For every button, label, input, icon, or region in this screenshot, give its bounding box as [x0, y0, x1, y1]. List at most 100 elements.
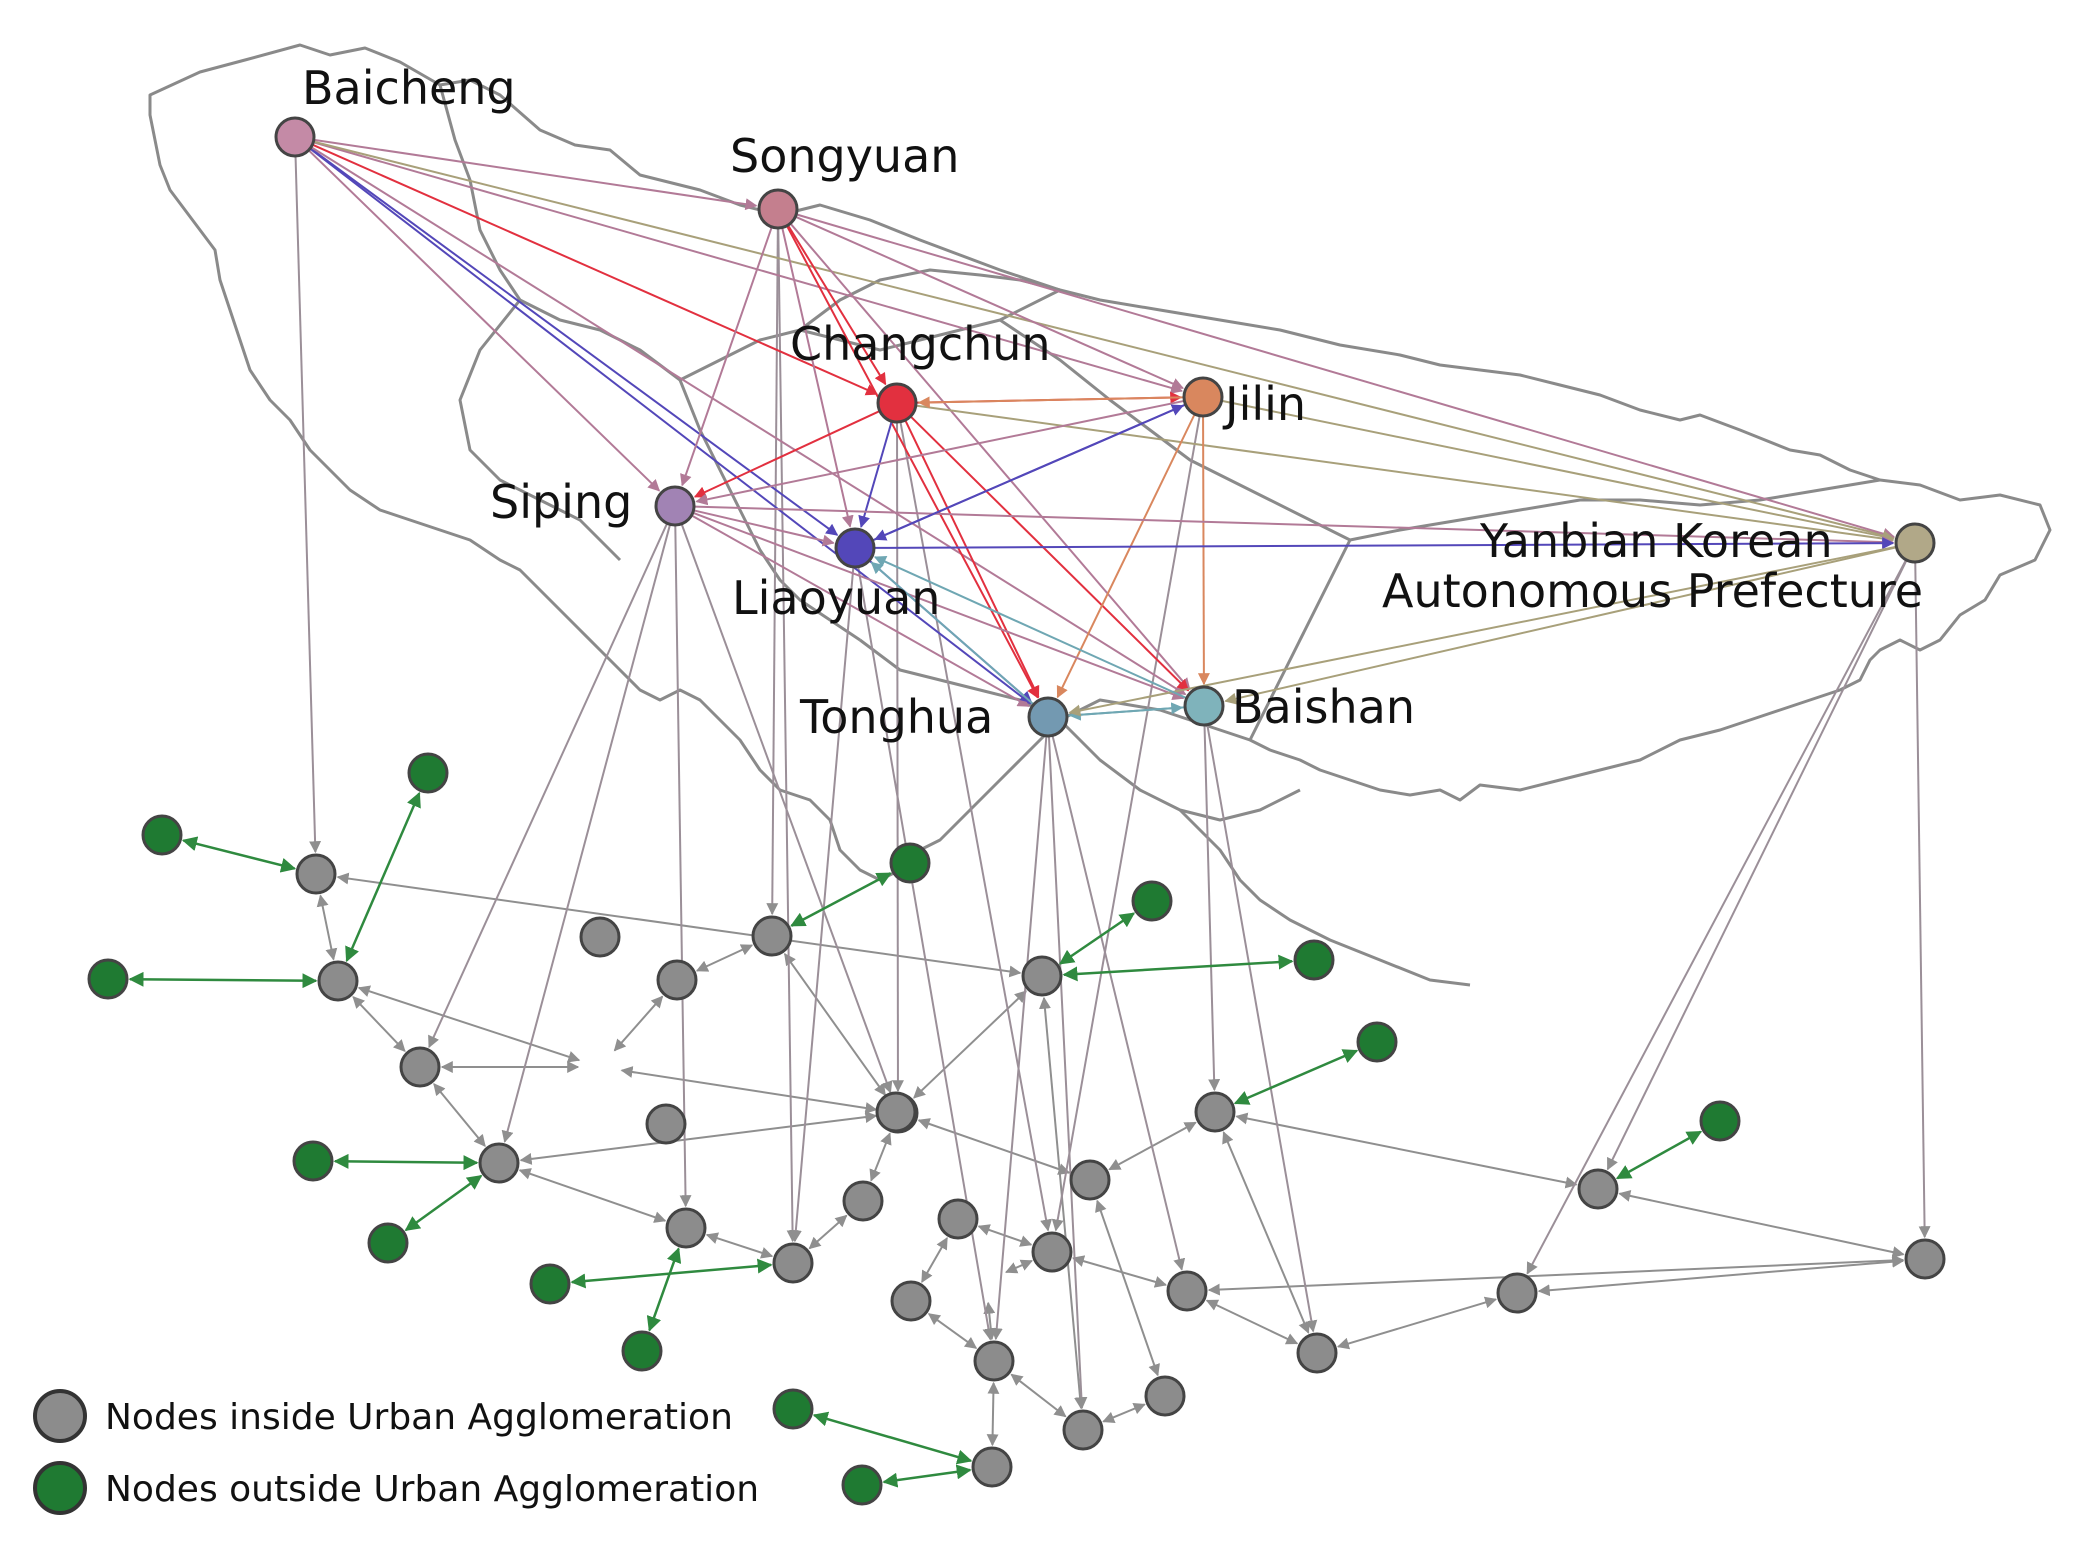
city-to-node-edge: [1051, 416, 1201, 1232]
city-node-liaoyuan: [834, 527, 876, 569]
prefecture-boundary: [1058, 718, 1301, 822]
city-edge: [695, 400, 1184, 506]
inside-edge: [927, 1313, 978, 1349]
city-to-node-edge: [1526, 560, 1907, 1275]
outside-node: [407, 752, 449, 794]
city-edge: [1068, 545, 1896, 717]
city-edge: [314, 138, 758, 211]
inside-edge: [869, 1132, 892, 1182]
city-edge: [310, 148, 1032, 705]
outside-edge: [882, 1464, 972, 1488]
city-to-node-edge: [1203, 725, 1221, 1092]
city-node-baishan: [1183, 685, 1225, 727]
city-edge: [796, 213, 1896, 540]
city-label-changchun: Changchun: [790, 317, 1051, 371]
city-node-changchun: [876, 382, 918, 424]
inside-edge: [783, 952, 887, 1097]
outside-edge: [345, 791, 421, 963]
city-edge: [917, 396, 1184, 409]
city-label-songyuan: Songyuan: [730, 129, 959, 183]
city-label-yanbian: Yanbian Korean: [1479, 514, 1833, 568]
city-to-node-edge: [674, 525, 692, 1208]
inside-node: [656, 959, 698, 1001]
city-to-node-edge: [899, 422, 1053, 1232]
inside-edge: [519, 1111, 878, 1165]
inside-edge: [921, 1237, 948, 1283]
city-to-node-edge: [294, 156, 322, 854]
city-node-siping: [654, 485, 696, 527]
inside-node: [1496, 1272, 1538, 1314]
city-to-node-edge: [990, 736, 1048, 1341]
city-to-node-edge: [428, 523, 668, 1049]
outside-edge: [1615, 1130, 1703, 1180]
city-edge: [1056, 414, 1196, 699]
city-edge: [858, 421, 893, 529]
city-to-node-edge: [789, 567, 855, 1243]
inside-edge: [1235, 1112, 1578, 1189]
city-labels: Baicheng Songyuan Changchun Jilin Siping…: [302, 61, 1923, 744]
inside-node: [1166, 1270, 1208, 1312]
inside-node: [579, 916, 621, 958]
outside-edge: [646, 1247, 682, 1332]
inside-edge: [913, 990, 1027, 1099]
outside-edge: [404, 1174, 483, 1232]
outside-edge: [128, 971, 318, 989]
city-edge: [691, 514, 1030, 708]
city-to-node-edge: [766, 228, 779, 916]
city-to-node-edge: [501, 525, 671, 1143]
city-node-songyuan: [757, 188, 799, 230]
city-edge: [781, 228, 854, 528]
legend-swatch-outside: [33, 1461, 87, 1515]
inside-edge: [620, 1066, 878, 1114]
outside-node: [87, 958, 129, 1000]
city-edge: [873, 556, 1187, 699]
city-node-baicheng: [274, 116, 316, 158]
outside-node: [772, 1388, 814, 1430]
city-node-jilin: [1182, 376, 1224, 418]
legend-label-inside: Nodes inside Urban Agglomeration: [105, 1397, 733, 1438]
prefecture-boundary: [1349, 478, 1881, 542]
outside-edge: [812, 1411, 973, 1465]
prefecture-boundary: [1248, 539, 1352, 741]
inside-node: [971, 1446, 1013, 1488]
outside-edge: [333, 1153, 479, 1171]
inside-node: [1194, 1091, 1236, 1133]
inside-node: [890, 1280, 932, 1322]
inside-edge: [1222, 1131, 1310, 1334]
city-edge: [787, 225, 887, 386]
inside-edge: [1205, 1299, 1299, 1345]
outside-edge: [1233, 1049, 1359, 1105]
prefecture-boundary: [1178, 808, 1471, 987]
city-edge: [308, 150, 661, 492]
city-label-siping: Siping: [490, 475, 632, 529]
outside-node: [292, 1140, 334, 1182]
city-node-tonghua: [1027, 696, 1069, 738]
inside-node: [937, 1198, 979, 1240]
inside-edge: [1537, 1255, 1905, 1297]
inside-edge: [1095, 1199, 1160, 1377]
city-node-yanbian: [1894, 522, 1936, 564]
inside-node: [1031, 1231, 1073, 1273]
nodes: [87, 116, 1946, 1506]
inside-edge: [1102, 1403, 1146, 1423]
inside-node: [842, 1180, 884, 1222]
city-label-jilin: Jilin: [1222, 377, 1306, 431]
city-edge: [786, 226, 1039, 699]
outside-edge: [790, 872, 892, 927]
city-to-node-edge: [1606, 560, 1908, 1171]
city-edge: [872, 404, 1184, 541]
inside-edge: [1038, 996, 1087, 1410]
inside-edge: [1005, 1259, 1033, 1274]
city-edge: [874, 537, 1895, 550]
inside-node: [1296, 1332, 1338, 1374]
legend-label-outside: Nodes outside Urban Agglomeration: [105, 1469, 759, 1510]
outside-node: [529, 1263, 571, 1305]
city-edge: [693, 410, 880, 498]
inside-node: [1904, 1238, 1946, 1280]
city-edge: [311, 146, 1187, 696]
prefecture-boundary: [678, 379, 861, 642]
inside-node: [1062, 1409, 1104, 1451]
city-edge: [314, 140, 1895, 541]
city-edge: [910, 416, 1190, 692]
inside-node: [875, 1091, 917, 1133]
